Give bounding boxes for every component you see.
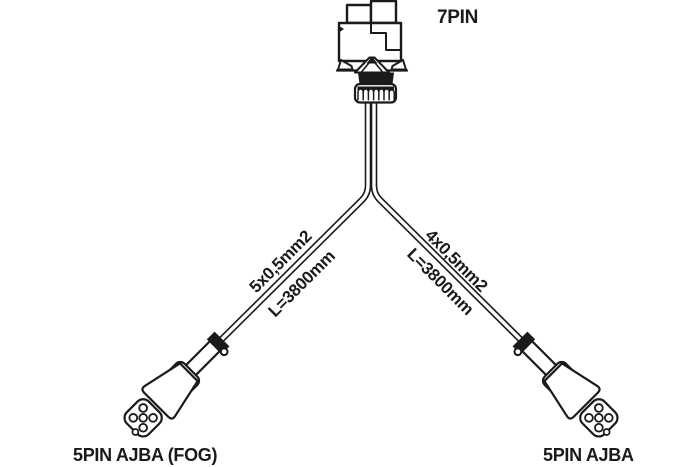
flange-wing-right — [390, 59, 407, 71]
label-5pin-ajba: 5PIN AJBA — [543, 445, 634, 465]
left-cable-core — [220, 98, 370, 341]
collar-band — [358, 72, 394, 84]
plug-side-notch — [339, 26, 344, 33]
five-pin-connector-fog — [113, 322, 239, 448]
seal-cone-tip — [366, 56, 378, 64]
label-7pin: 7PIN — [437, 7, 479, 28]
label-5pin-ajba-fog: 5PIN AJBA (FOG) — [73, 445, 218, 465]
gland-nut-ribs — [357, 88, 395, 101]
right-cable-core — [372, 98, 522, 341]
plug-cap-right — [369, 0, 398, 25]
flange-wing-left — [337, 59, 354, 71]
five-pin-connector-right — [503, 322, 629, 448]
seven-pin-connector — [335, 0, 409, 104]
plug-cap-left — [345, 3, 373, 25]
plug-latch-step — [370, 23, 401, 51]
y-cable — [218, 96, 524, 343]
